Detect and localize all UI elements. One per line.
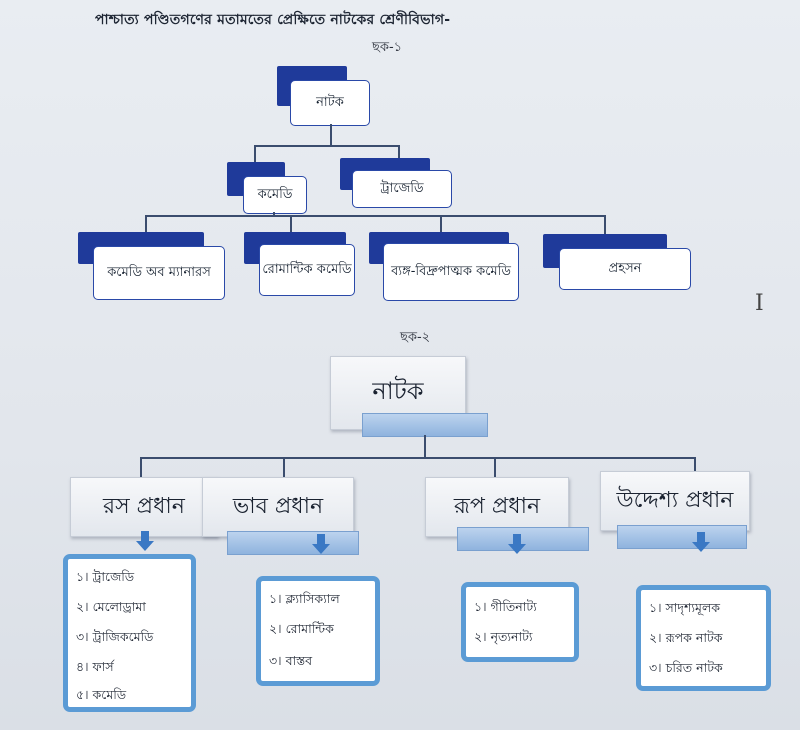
- list-item: ২। রূপক নাটক: [649, 630, 723, 645]
- chart2-branch4-tab: [617, 525, 747, 549]
- chart2-list-rupa: ১। গীতিনাট্য ২। নৃত্যনাট্য: [461, 582, 579, 662]
- down-arrow-icon: [312, 534, 330, 554]
- list-item: ৩। ট্রাজিকমেডি: [76, 629, 154, 644]
- list-item: ৪। ফার্স: [76, 659, 114, 674]
- chart2-branch-rasa: রস প্রধান: [70, 477, 218, 537]
- chart2-list-bhava: ১। ক্ল্যাসিক্যাল ২। রোমান্টিক ৩। বাস্তব: [256, 576, 380, 686]
- list-item: ২। নৃত্যনাট্য: [474, 629, 533, 644]
- chart1-leaf-comedy-of-manners: কমেডি অব ম্যানারস: [93, 246, 225, 300]
- chart1-tragedy-node: ট্রাজেডি: [352, 170, 452, 208]
- list-item: ৩। চরিত নাটক: [649, 660, 723, 675]
- chart2-branch-uddeshya: উদ্দেশ্য প্রধান: [600, 471, 750, 531]
- chart2-list-uddeshya: ১। সাদৃশ্যমূলক ২। রূপক নাটক ৩। চরিত নাটক: [636, 585, 771, 691]
- chart1-leaf-romantic-comedy: রোমান্টিক কমেডি: [259, 244, 355, 296]
- chart1-comedy-node: কমেডি: [243, 176, 307, 214]
- chart2-caption: ছক-২: [400, 330, 431, 345]
- down-arrow-icon: [508, 534, 526, 554]
- list-item: ৫। কমেডি: [76, 687, 127, 702]
- chart1-caption: ছক-১: [372, 40, 403, 55]
- list-item: ৩। বাস্তব: [269, 653, 313, 668]
- list-item: ২। মেলোড্রামা: [76, 599, 146, 614]
- down-arrow-icon: [692, 532, 710, 552]
- list-item: ২। রোমান্টিক: [269, 621, 334, 636]
- page-title: পাশ্চাত্য পণ্ডিতগণের মতামতের প্রেক্ষিতে …: [95, 12, 451, 28]
- list-item: ১। গীতিনাট্য: [474, 599, 537, 614]
- list-item: ১। ক্ল্যাসিক্যাল: [269, 591, 340, 606]
- chart1-leaf-farce: প্রহসন: [559, 248, 691, 290]
- chart2-root-tab: [362, 413, 488, 437]
- chart1-root-node: নাটক: [290, 80, 370, 126]
- list-item: ১। ট্রাজেডি: [76, 569, 135, 584]
- down-arrow-icon: [136, 531, 154, 551]
- text-cursor-icon: I: [755, 291, 764, 316]
- chart2-branch2-tab: [227, 531, 359, 555]
- chart2-branch-bhava: ভাব প্রধান: [202, 477, 354, 537]
- chart1-leaf-satirical-comedy: ব্যঙ্গ-বিদ্রুপাত্মক কমেডি: [383, 243, 519, 301]
- list-item: ১। সাদৃশ্যমূলক: [649, 600, 721, 615]
- chart2-list-rasa: ১। ট্রাজেডি ২। মেলোড্রামা ৩। ট্রাজিকমেডি…: [63, 554, 196, 712]
